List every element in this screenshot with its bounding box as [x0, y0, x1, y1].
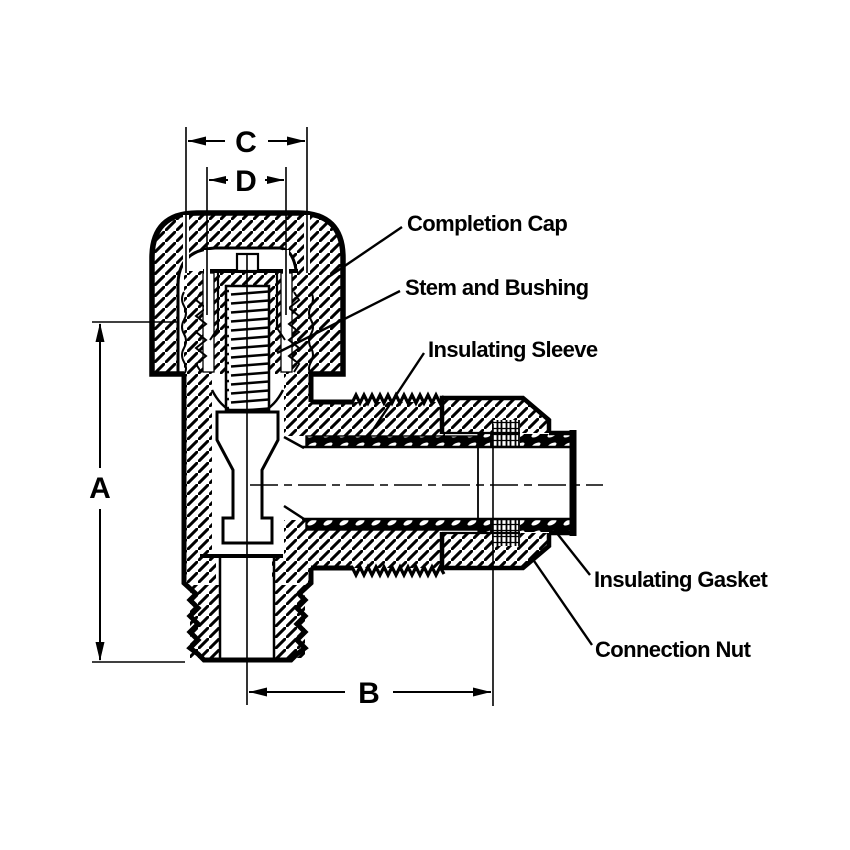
insulating-gasket-section [490, 417, 520, 549]
cap-ratchet-left [181, 291, 187, 375]
dimension-c-label: C [235, 126, 257, 159]
branch-thread-bottom [350, 563, 446, 579]
tailpiece-pipe-section [549, 430, 577, 536]
leader-insulating-sleeve [363, 352, 426, 443]
dimension-b-label: B [358, 677, 380, 710]
label-insulating-sleeve: Insulating Sleeve [428, 337, 598, 362]
leader-completion-cap [326, 226, 403, 279]
leader-insulating-gasket [551, 526, 591, 576]
dimension-annotations: C D A B [89, 126, 494, 710]
dimension-a: A [89, 321, 185, 663]
dimension-b: B [249, 424, 494, 710]
branch-thread-top [350, 391, 446, 407]
valve-cross-section [149, 210, 603, 705]
part-label-annotations: Completion Cap Stem and Bushing Insulati… [276, 211, 769, 662]
label-stem-and-bushing: Stem and Bushing [405, 275, 589, 300]
label-completion-cap: Completion Cap [407, 211, 567, 236]
leader-connection-nut [531, 557, 593, 646]
cap-ratchet-right [308, 291, 314, 375]
dimension-a-label: A [89, 472, 111, 505]
dimension-d: D [204, 165, 289, 315]
dimension-c: C [183, 126, 310, 273]
dimension-d-label: D [235, 165, 257, 198]
bushing-thread-right [287, 291, 301, 373]
connection-nut-section [439, 395, 552, 571]
bushing-thread-left [194, 291, 208, 373]
label-insulating-gasket: Insulating Gasket [594, 567, 768, 592]
label-connection-nut: Connection Nut [595, 637, 752, 662]
leader-stem-and-bushing [276, 289, 401, 355]
outlet-branch-section [302, 374, 573, 579]
